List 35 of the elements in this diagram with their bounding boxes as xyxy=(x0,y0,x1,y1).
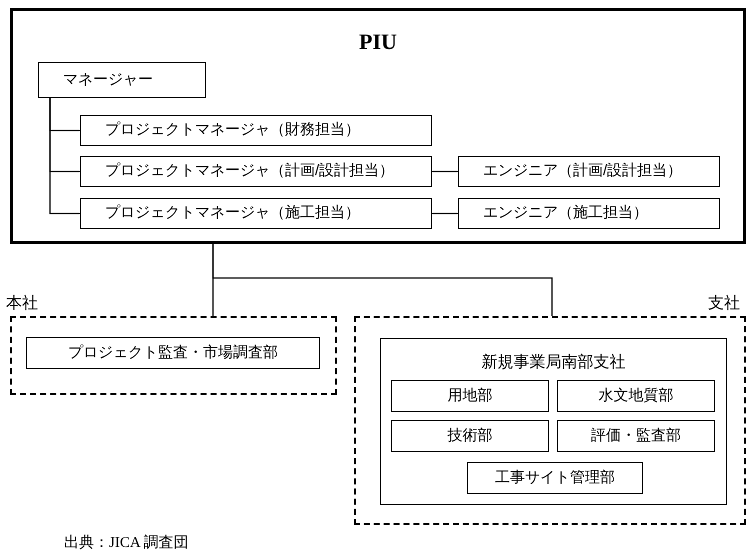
role-box xyxy=(391,420,549,452)
role-box xyxy=(38,62,206,98)
role-name: 工事サイト管理部 xyxy=(495,468,615,488)
role-box xyxy=(80,156,432,187)
role-name: マネージャー xyxy=(63,70,153,90)
group-heading: 支社 xyxy=(708,294,740,314)
connector-line xyxy=(432,170,458,172)
role-box xyxy=(80,198,432,229)
role-box xyxy=(391,380,549,412)
role-box xyxy=(557,420,715,452)
department-box xyxy=(380,338,727,505)
role-name: 技術部 xyxy=(448,426,492,446)
role-box xyxy=(80,115,432,146)
role-name: 水文地質部 xyxy=(598,386,674,406)
source-note: 出典：JICA 調査団 xyxy=(64,534,189,553)
role-box xyxy=(467,462,643,494)
connector-line xyxy=(49,98,80,214)
role-name: プロジェクト監査・市場調査部 xyxy=(68,344,278,362)
role-name: エンジニア（施工担当） xyxy=(483,204,648,223)
organization-box xyxy=(10,8,746,244)
group-heading: 本社 xyxy=(6,294,38,314)
role-box xyxy=(26,337,320,369)
connector-line xyxy=(432,212,458,214)
role-name: 評価・監査部 xyxy=(591,426,681,446)
role-name: エンジニア（計画/設計担当） xyxy=(483,162,682,181)
role-box xyxy=(557,380,715,412)
heading: PIU xyxy=(359,28,397,56)
connector-line xyxy=(212,244,553,316)
role-box xyxy=(458,156,720,187)
role-name: プロジェクトマネージャ（計画/設計担当） xyxy=(105,162,394,181)
heading: 新規事業局南部支社 xyxy=(482,352,626,373)
role-name: プロジェクトマネージャ（施工担当） xyxy=(105,204,360,223)
role-name: 用地部 xyxy=(448,386,492,406)
role-box xyxy=(458,198,720,229)
role-name: プロジェクトマネージャ（財務担当） xyxy=(105,121,360,140)
